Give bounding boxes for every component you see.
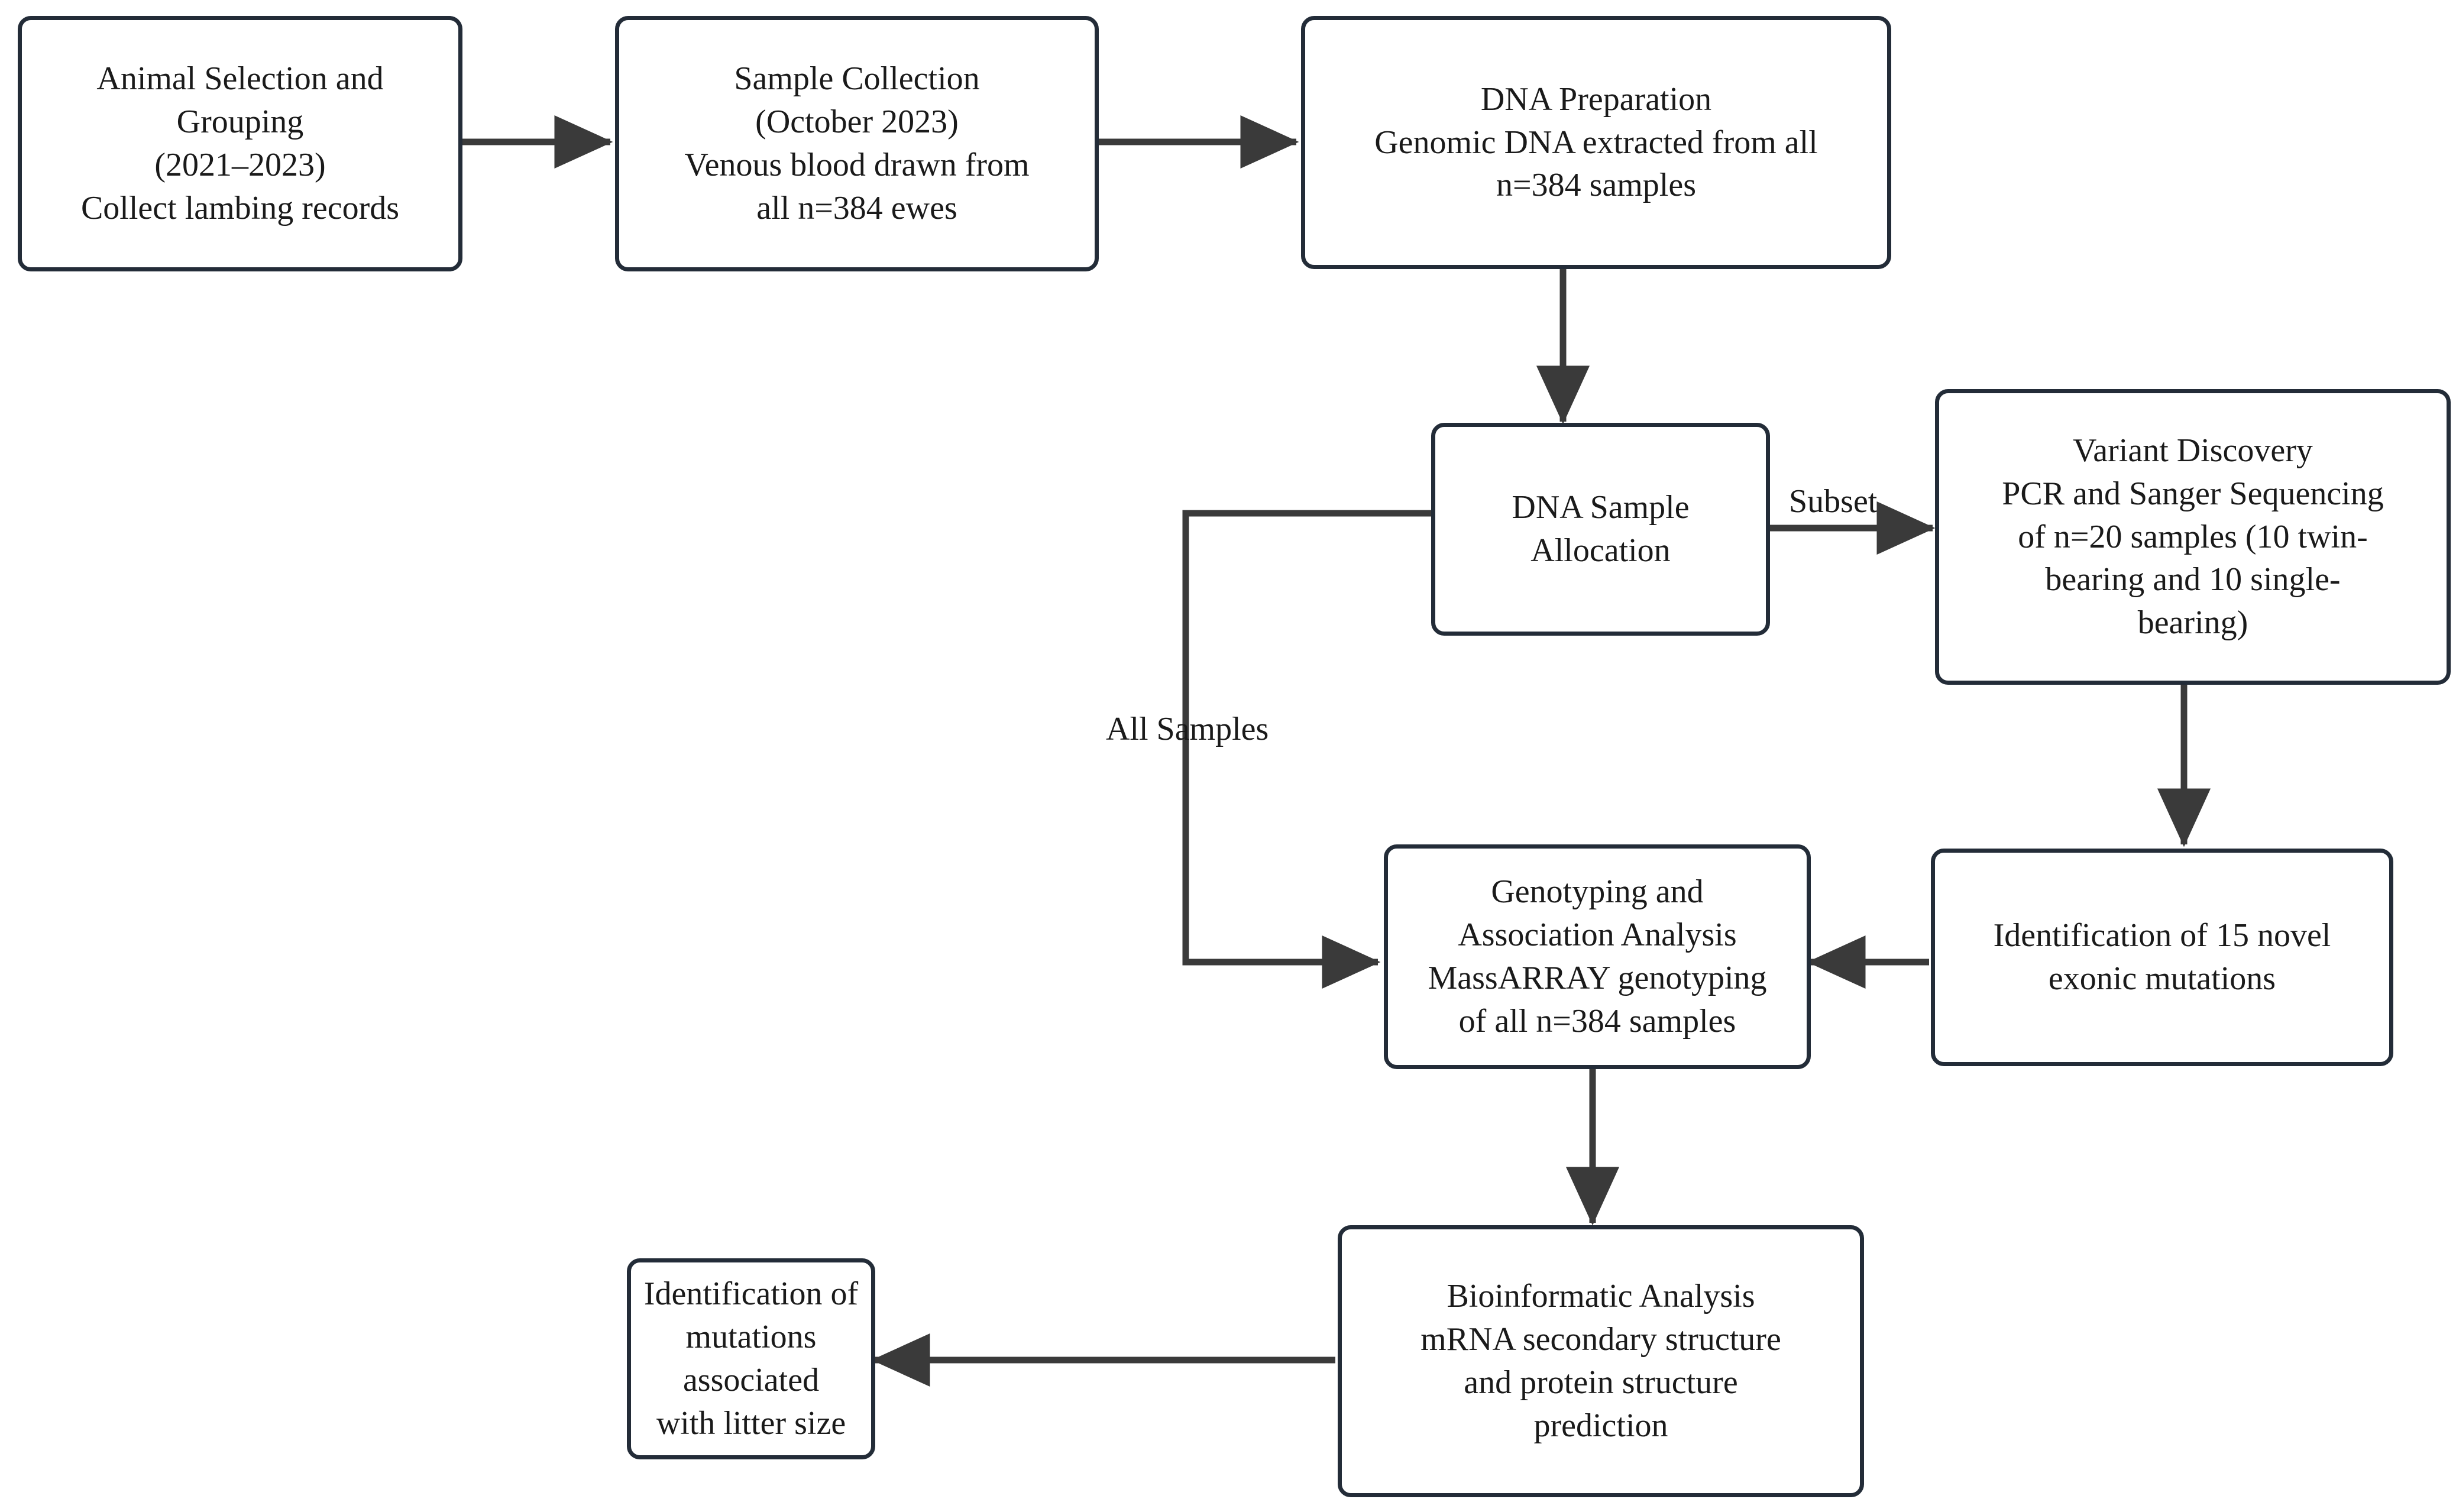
edge-label-all-samples: All Samples [1106,711,1269,747]
node-bioinformatic-analysis[interactable]: Bioinformatic Analysis mRNA secondary st… [1338,1225,1864,1497]
edge-label-subset: Subset [1789,483,1878,520]
node-animal-selection[interactable]: Animal Selection and Grouping (2021–2023… [18,16,462,271]
arrow-allocation-to-genotyping [1182,510,1431,989]
node-sample-collection[interactable]: Sample Collection (October 2023) Venous … [615,16,1099,271]
node-dna-preparation[interactable]: DNA Preparation Genomic DNA extracted fr… [1301,16,1891,269]
node-variant-discovery[interactable]: Variant Discovery PCR and Sanger Sequenc… [1935,389,2451,685]
node-novel-mutations[interactable]: Identification of 15 novel exonic mutati… [1931,849,2393,1066]
node-litter-size-result[interactable]: Identification of mutations associated w… [627,1258,875,1459]
node-dna-sample-allocation[interactable]: DNA Sample Allocation [1431,423,1770,636]
node-genotyping-association[interactable]: Genotyping and Association Analysis Mass… [1384,844,1811,1069]
